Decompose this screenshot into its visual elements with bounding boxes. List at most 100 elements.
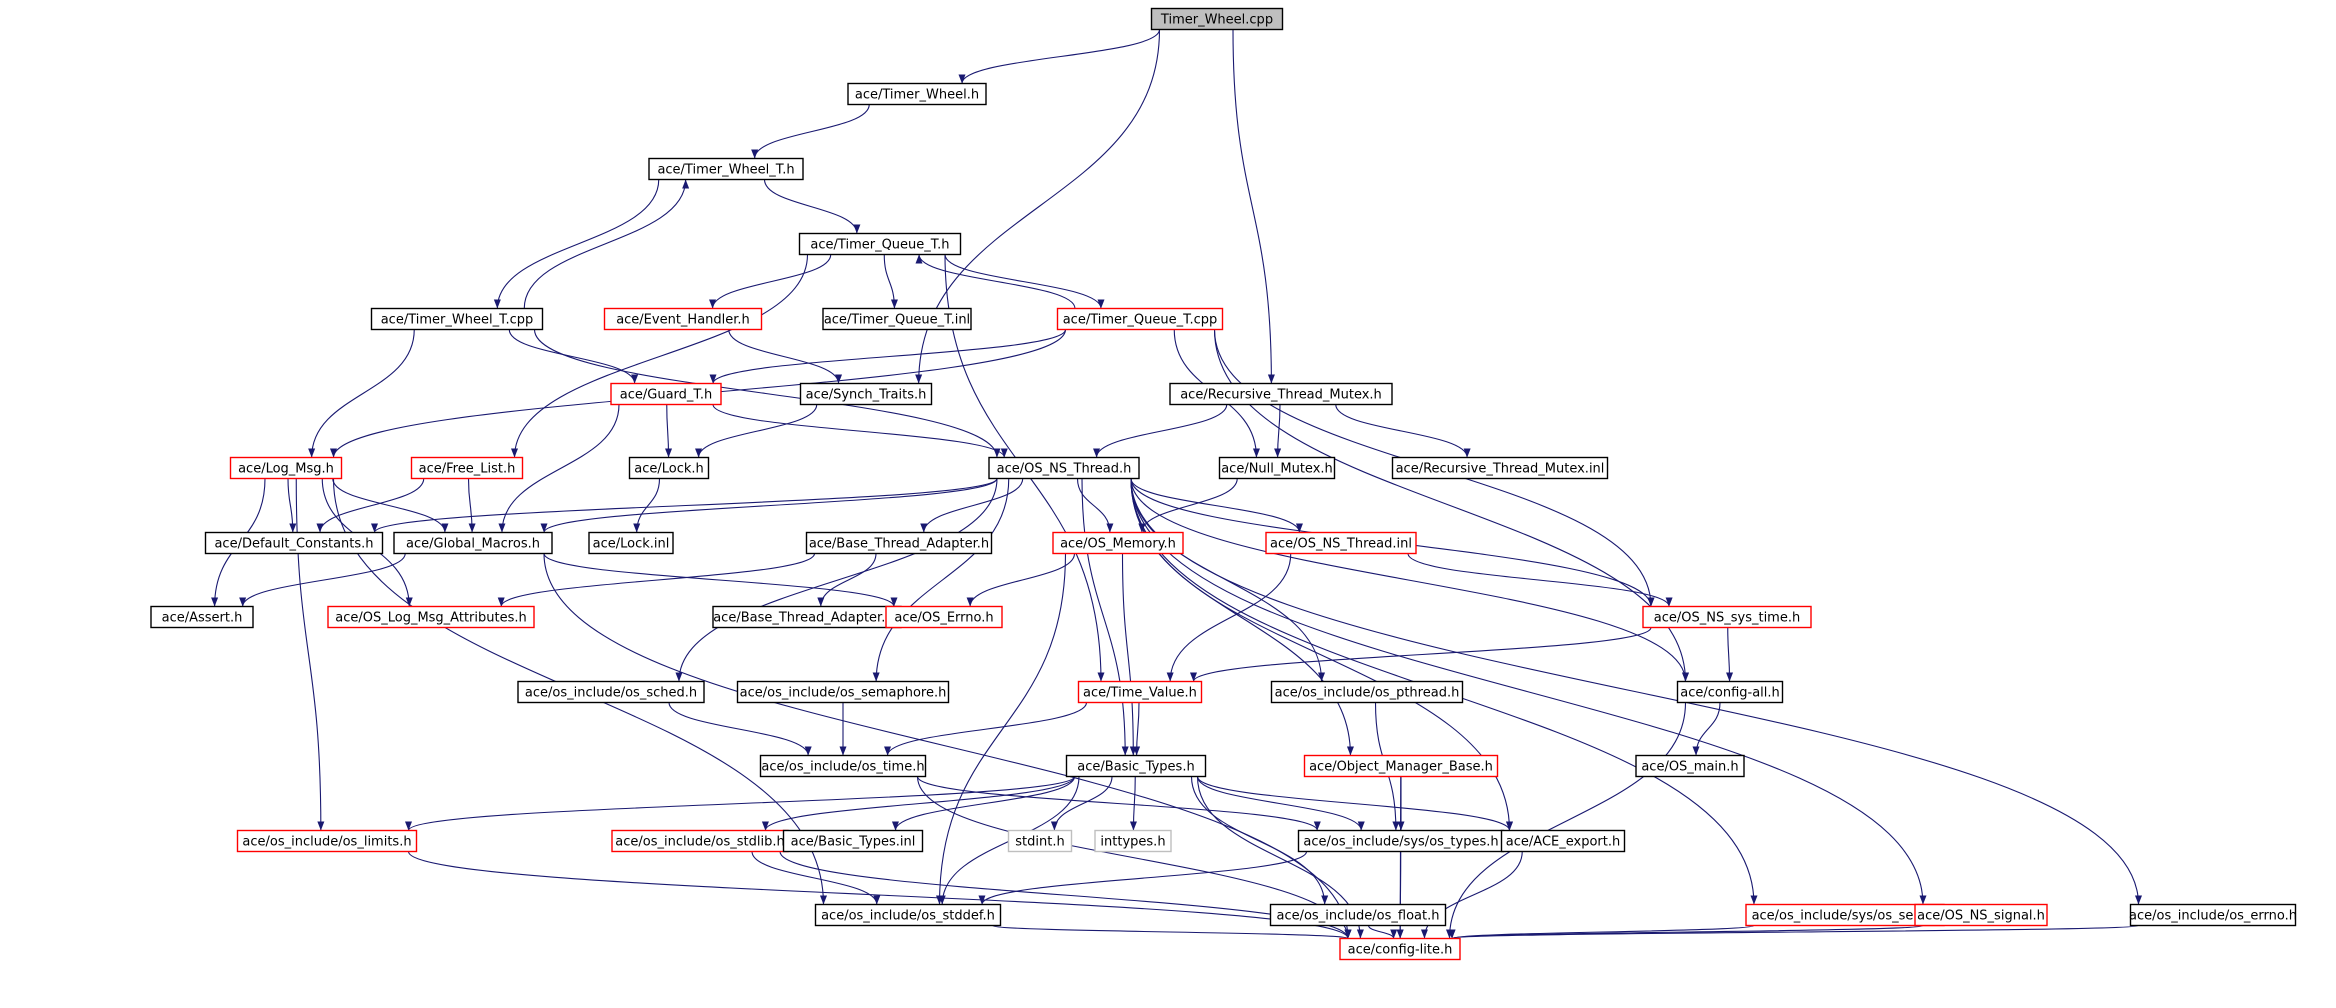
node-ace-timer-queue-t-cpp[interactable]: ace/Timer_Queue_T.cpp xyxy=(1056,307,1224,331)
edge-line xyxy=(636,478,661,533)
node-ace-os-ns-thread-h[interactable]: ace/OS_NS_Thread.h xyxy=(988,456,1140,480)
node-ace-object-manager-base-h[interactable]: ace/Object_Manager_Base.h xyxy=(1303,754,1499,778)
node-ace-os-ns-sys-time-h[interactable]: ace/OS_NS_sys_time.h xyxy=(1642,605,1812,629)
node-ace-free-list-h[interactable]: ace/Free_List.h xyxy=(410,456,524,480)
node-ace-default-constants-h[interactable]: ace/Default_Constants.h xyxy=(204,531,384,555)
edge-line xyxy=(969,553,1076,607)
edge-line xyxy=(981,851,1308,905)
edge-root-to-rtm_h xyxy=(1232,29,1275,384)
edge-arrowhead xyxy=(817,597,825,607)
edge-tqt_cpp-to-ca_h xyxy=(1213,329,1689,682)
edge-line xyxy=(319,478,425,533)
edge-oi_systypes-to-cl_h xyxy=(1396,851,1404,939)
node-label: ace/os_include/os_sched.h xyxy=(525,686,697,701)
node-ace-recursive-thread-mutex-inl[interactable]: ace/Recursive_Thread_Mutex.inl xyxy=(1391,456,1609,480)
edge-arrowhead xyxy=(1252,448,1260,458)
node-ace-base-thread-adapter-h[interactable]: ace/Base_Thread_Adapter.h xyxy=(805,531,993,555)
edge-line xyxy=(496,179,660,309)
node-box xyxy=(1065,754,1207,778)
edge-rtm_h-to-nm_h xyxy=(1274,404,1282,458)
node-ace-timer-queue-t-h[interactable]: ace/Timer_Queue_T.h xyxy=(798,232,962,256)
node-ace-os-ns-signal-h[interactable]: ace/OS_NS_signal.h xyxy=(1914,903,2048,927)
node-ace-os-memory-h[interactable]: ace/OS_Memory.h xyxy=(1052,531,1184,555)
node-ace-null-mutex-h[interactable]: ace/Null_Mutex.h xyxy=(1218,456,1336,480)
node-ace-os-include-os-time-h[interactable]: ace/os_include/os_time.h xyxy=(759,754,927,778)
node-ace-timer-wheel-t-h[interactable]: ace/Timer_Wheel_T.h xyxy=(648,157,804,181)
node-ace-os-include-os-semaphore-h[interactable]: ace/os_include/os_semaphore.h xyxy=(736,680,950,704)
edge-arrowhead xyxy=(761,821,769,831)
node-ace-timer-queue-t-inl[interactable]: ace/Timer_Queue_T.inl xyxy=(822,307,972,331)
node-ace-os-include-os-stdlib-h[interactable]: ace/os_include/os_stdlib.h xyxy=(611,829,789,853)
edge-arrowhead xyxy=(631,374,639,384)
node-label: ace/OS_Errno.h xyxy=(894,611,993,626)
node-ace-os-errno-h[interactable]: ace/OS_Errno.h xyxy=(885,605,1003,629)
node-inttypes-h[interactable]: inttypes.h xyxy=(1094,829,1172,853)
edge-bt_h-to-oi_float xyxy=(1190,776,1329,905)
node-ace-timer-wheel-h[interactable]: ace/Timer_Wheel.h xyxy=(847,82,987,106)
node-ace-config-lite-h[interactable]: ace/config-lite.h xyxy=(1339,937,1461,961)
edge-twt_cpp-to-gt_h xyxy=(508,329,639,384)
edge-line xyxy=(1190,776,1326,905)
node-ace-basic-types-inl[interactable]: ace/Basic_Types.inl xyxy=(782,829,924,853)
edge-osnt_h-to-osnt_inl xyxy=(1130,478,1303,533)
node-box xyxy=(736,680,950,704)
node-timer-wheel-cpp[interactable]: Timer_Wheel.cpp xyxy=(1150,7,1284,31)
node-box xyxy=(1052,531,1184,555)
node-ace-config-all-h[interactable]: ace/config-all.h xyxy=(1676,680,1784,704)
node-ace-os-include-os-pthread-h[interactable]: ace/os_include/os_pthread.h xyxy=(1270,680,1464,704)
node-ace-basic-types-h[interactable]: ace/Basic_Types.h xyxy=(1065,754,1207,778)
node-ace-time-value-h[interactable]: ace/Time_Value.h xyxy=(1077,680,1203,704)
node-ace-event-handler-h[interactable]: ace/Event_Handler.h xyxy=(603,307,763,331)
edge-arrowhead xyxy=(1321,895,1329,905)
edge-line xyxy=(523,179,687,309)
node-label: ace/os_include/os_time.h xyxy=(761,760,924,775)
edge-arrowhead xyxy=(675,672,683,682)
edge-arrowhead xyxy=(1919,895,1927,905)
edge-line xyxy=(764,776,1076,831)
node-ace-ace-export-h[interactable]: ace/ACE_export.h xyxy=(1500,829,1626,853)
node-ace-os-include-os-sched-h[interactable]: ace/os_include/os_sched.h xyxy=(517,680,705,704)
node-ace-global-macros-h[interactable]: ace/Global_Macros.h xyxy=(393,531,553,555)
node-ace-os-ns-thread-inl[interactable]: ace/OS_NS_Thread.inl xyxy=(1265,531,1417,555)
edge-arrowhead xyxy=(289,523,297,533)
node-ace-synch-traits-h[interactable]: ace/Synch_Traits.h xyxy=(799,382,933,406)
edge-arrowhead xyxy=(839,746,847,756)
edge-line xyxy=(295,478,322,831)
node-ace-os-log-msg-attributes-h[interactable]: ace/OS_Log_Msg_Attributes.h xyxy=(327,605,535,629)
edge-bta_h-to-bta_inl xyxy=(817,553,877,607)
node-ace-timer-wheel-t-cpp[interactable]: ace/Timer_Wheel_T.cpp xyxy=(370,307,544,331)
edge-arrowhead xyxy=(1344,929,1352,939)
edge-arrowhead xyxy=(405,821,412,831)
node-ace-os-include-sys-os-sem-h[interactable]: ace/os_include/sys/os_sem.h xyxy=(1745,903,1945,927)
node-ace-os-include-os-limits-h[interactable]: ace/os_include/os_limits.h xyxy=(236,829,418,853)
edge-lm_h-to-gm_h xyxy=(332,478,449,533)
node-ace-recursive-thread-mutex-h[interactable]: ace/Recursive_Thread_Mutex.h xyxy=(1169,382,1393,406)
node-ace-os-main-h[interactable]: ace/OS_main.h xyxy=(1635,754,1745,778)
node-ace-os-include-sys-os-types-h[interactable]: ace/os_include/sys/os_types.h xyxy=(1297,829,1505,853)
node-label: Timer_Wheel.cpp xyxy=(1160,13,1273,28)
node-ace-lock-inl[interactable]: ace/Lock.inl xyxy=(588,531,674,555)
edge-arrowhead xyxy=(1106,523,1114,533)
edge-osnt_h-to-ca_h xyxy=(1130,478,1689,682)
edge-arrowhead xyxy=(1000,448,1008,458)
node-ace-lock-h[interactable]: ace/Lock.h xyxy=(628,456,710,480)
node-ace-assert-h[interactable]: ace/Assert.h xyxy=(150,605,254,629)
edge-line xyxy=(1196,776,1362,831)
edge-line xyxy=(923,478,1024,533)
node-ace-os-include-os-stddef-h[interactable]: ace/os_include/os_stddef.h xyxy=(814,903,1002,927)
edge-oi_systypes-to-oi_stddef xyxy=(978,851,1308,905)
edge-arrowhead xyxy=(1448,929,1456,939)
edge-line xyxy=(1407,553,1670,607)
node-ace-os-include-os-float-h[interactable]: ace/os_include/os_float.h xyxy=(1269,903,1447,927)
node-label: ace/Recursive_Thread_Mutex.inl xyxy=(1396,462,1605,477)
node-stdint-h[interactable]: stdint.h xyxy=(1007,829,1073,853)
edge-osnt_inl-to-tv_h xyxy=(1166,553,1292,682)
edge-arrowhead xyxy=(441,523,449,533)
edge-line xyxy=(712,329,1067,384)
edge-arrowhead xyxy=(1129,821,1137,831)
node-ace-guard-t-h[interactable]: ace/Guard_T.h xyxy=(610,382,722,406)
node-ace-os-include-os-errno-h[interactable]: ace/os_include/os_errno.h xyxy=(2129,903,2297,927)
node-ace-log-msg-h[interactable]: ace/Log_Msg.h xyxy=(229,456,343,480)
edge-osnt_h-to-omb_h xyxy=(1130,478,1354,756)
node-ace-base-thread-adapter-inl[interactable]: ace/Base_Thread_Adapter.inl xyxy=(712,605,902,629)
